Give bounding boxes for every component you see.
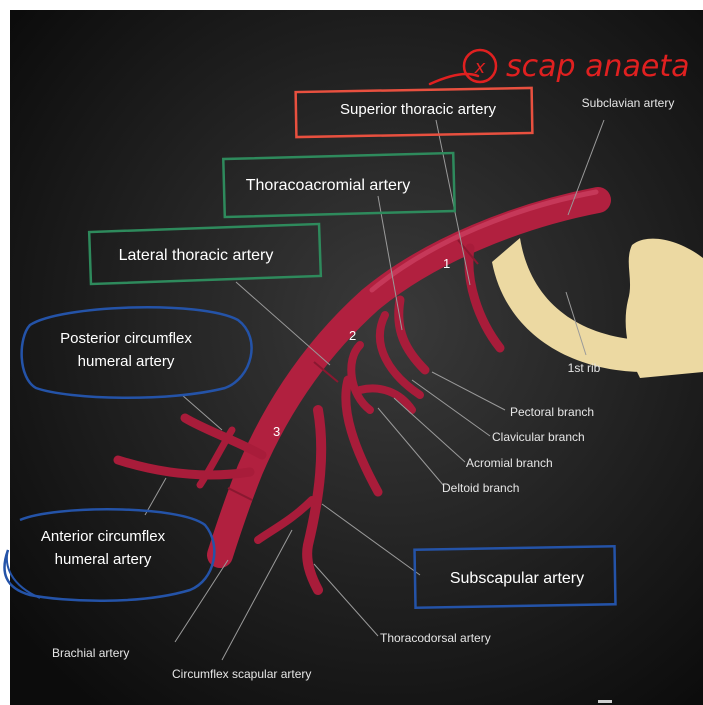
posterior-circumflex-text-line1: Posterior circumflex <box>60 330 192 347</box>
anterior-circumflex-text-line1: Anterior circumflex <box>41 528 166 545</box>
clavicular-branch-label: Clavicular branch <box>492 430 585 444</box>
thoracoacromial-text: Thoracoacromial artery <box>246 177 411 194</box>
acromial-branch-label: Acromial branch <box>466 456 553 470</box>
deltoid-branch-label: Deltoid branch <box>442 481 519 495</box>
handwritten-x-mark: x <box>474 57 486 78</box>
lateral-thoracic-text: Lateral thoracic artery <box>119 247 274 264</box>
thoracodorsal-artery-label: Thoracodorsal artery <box>380 631 491 645</box>
segment-number-1: 1 <box>443 256 450 271</box>
posterior-circumflex-text-line2: humeral artery <box>78 353 175 370</box>
first-rib-label: 1st rib <box>568 361 601 375</box>
anterior-circumflex-text-line2: humeral artery <box>55 551 152 568</box>
pectoral-branch-label: Pectoral branch <box>510 405 594 419</box>
brachial-artery-label: Brachial artery <box>52 646 129 660</box>
superior-thoracic-text: Superior thoracic artery <box>340 101 496 118</box>
handwritten-note-text: scap anaeta <box>506 49 689 84</box>
segment-number-3: 3 <box>273 424 280 439</box>
subscapular-text: Subscapular artery <box>450 570 584 587</box>
subclavian-artery-label: Subclavian artery <box>582 96 675 110</box>
segment-number-2: 2 <box>349 328 356 343</box>
corner-mark <box>598 700 612 703</box>
circumflex-scapular-artery-label: Circumflex scapular artery <box>172 667 311 681</box>
